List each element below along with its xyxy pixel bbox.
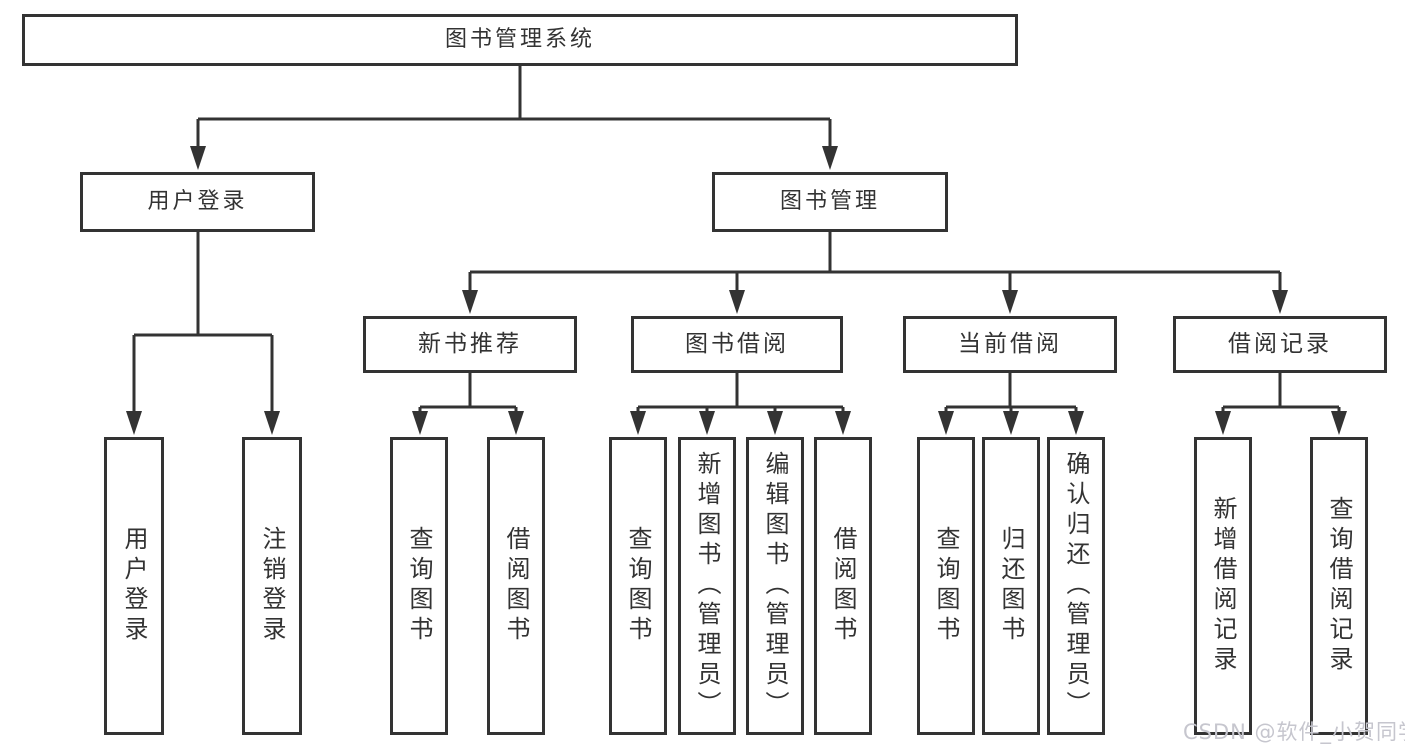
leaf-logout: 注销登录 [242, 437, 302, 735]
leaf-query-books-borrowing: 查询图书 [609, 437, 667, 735]
node-borrowing-records: 借阅记录 [1173, 316, 1387, 373]
leaf-query-books-recommend: 查询图书 [390, 437, 448, 735]
leaf-borrow-books-recommend: 借阅图书 [487, 437, 545, 735]
leaf-query-borrow-record: 查询借阅记录 [1310, 437, 1368, 735]
node-user-login: 用户登录 [80, 172, 315, 232]
node-current-borrowing: 当前借阅 [903, 316, 1117, 373]
arrowhead-icons [126, 146, 1347, 435]
leaf-query-books-current: 查询图书 [917, 437, 975, 735]
node-library-system: 图书管理系统 [22, 14, 1018, 66]
leaf-borrow-books-borrowing: 借阅图书 [814, 437, 872, 735]
leaf-return-books: 归还图书 [982, 437, 1040, 735]
node-book-borrowing: 图书借阅 [631, 316, 843, 373]
leaf-add-borrow-record: 新增借阅记录 [1194, 437, 1252, 735]
leaf-edit-books-admin: 编辑图书（管理员） [746, 437, 804, 735]
node-book-management: 图书管理 [712, 172, 948, 232]
csdn-watermark: CSDN @软件_小贺同学 [1183, 720, 1405, 744]
leaf-add-books-admin: 新增图书（管理员） [678, 437, 736, 735]
node-new-book-recommend: 新书推荐 [363, 316, 577, 373]
leaf-confirm-return-admin: 确认归还（管理员） [1047, 437, 1105, 735]
leaf-user-login: 用户登录 [104, 437, 164, 735]
